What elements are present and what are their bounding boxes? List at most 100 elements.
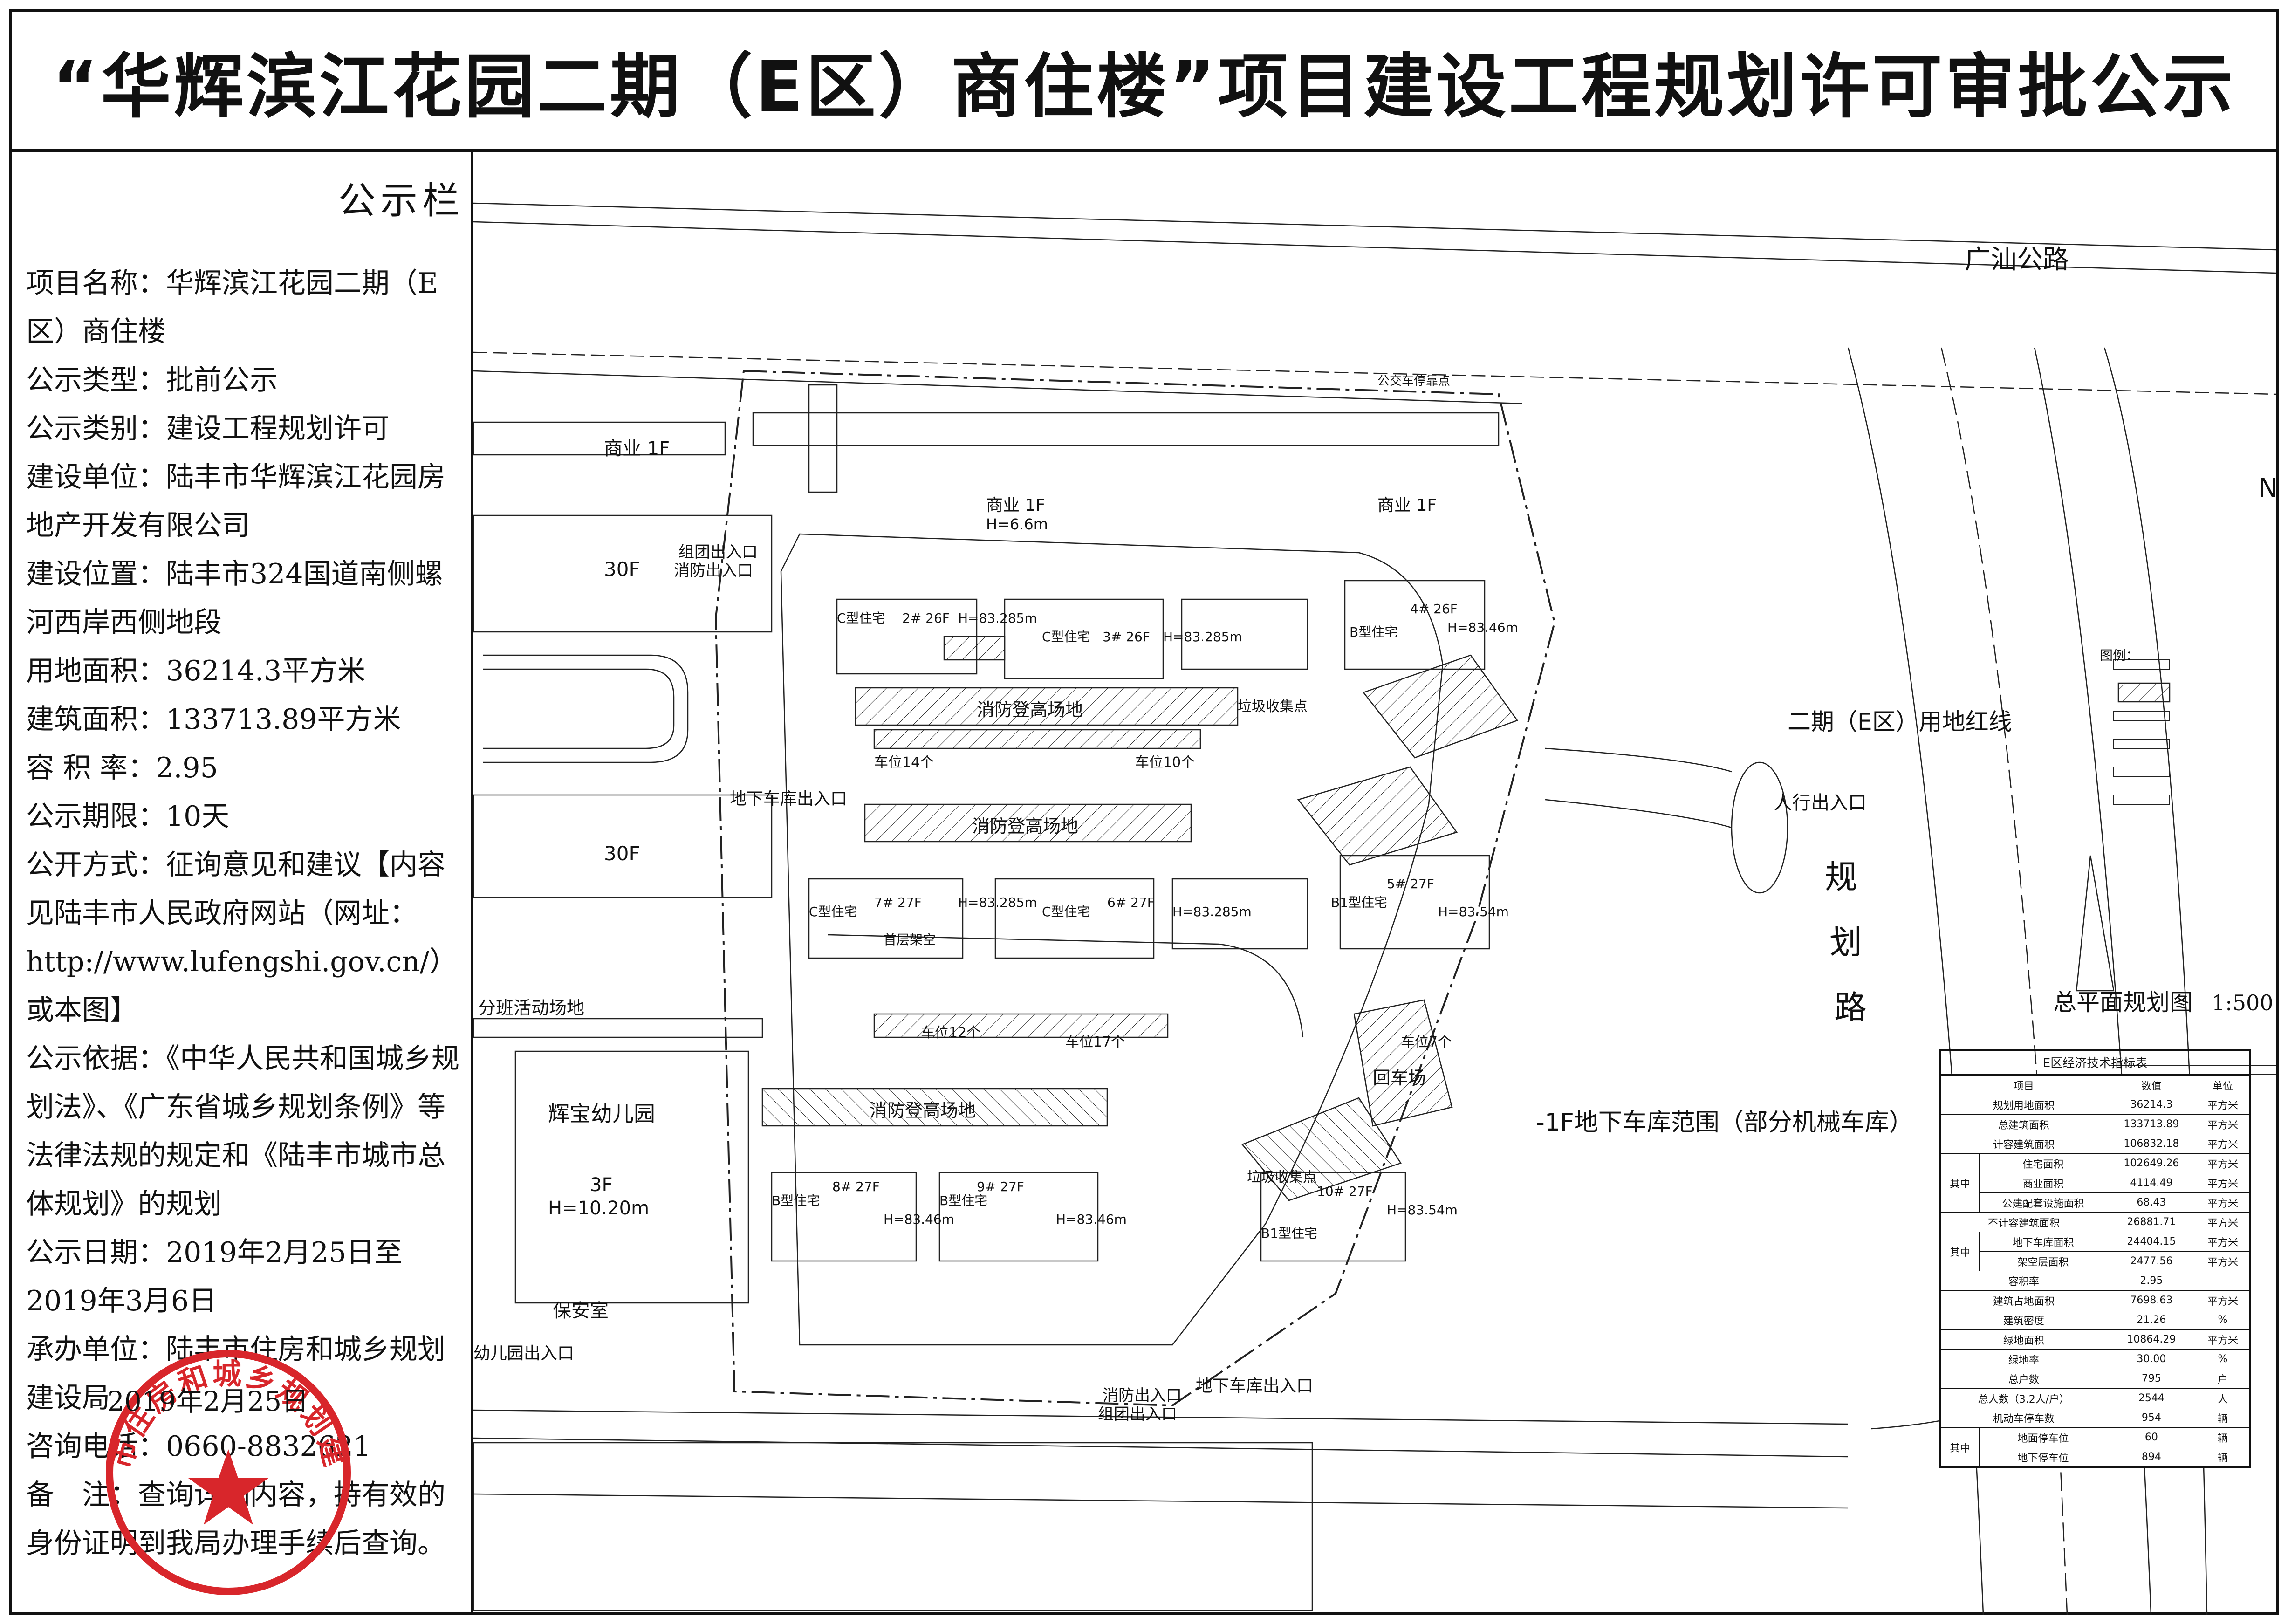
building-label: 2# 26F (902, 610, 950, 626)
north-arrow: N (2258, 473, 2276, 503)
table-group-label: 其中 (1939, 1232, 1980, 1271)
info-row: 建筑面积：133713.89平方米 (26, 703, 401, 736)
scale-value: 1:500 (2212, 990, 2274, 1015)
table-cell-unit: 平方米 (2195, 1329, 2251, 1350)
table-header: 单位 (2195, 1074, 2251, 1095)
table-caption: E区经济技术指标表 (1939, 1049, 2251, 1074)
underground-entry-label: 地下车库出入口 (730, 789, 847, 809)
building-height: H=83.285m (958, 610, 1037, 626)
table-cell-value: 26881.71 (2106, 1212, 2196, 1232)
building-label: 3# 26F (1103, 629, 1150, 644)
table-cell-value: 68.43 (2106, 1192, 2196, 1213)
parking-17: 车位17个 (1065, 1034, 1125, 1050)
table-cell-item: 建筑占地面积 (1939, 1290, 2107, 1310)
road-right-label: 规 划 路 (1825, 858, 1872, 1027)
table-cell-unit (2195, 1271, 2251, 1291)
garage-label: -1F地下车库范围（部分机械车库） (1536, 1109, 1913, 1137)
info-row: 公开方式：征询意见和建议【内容见陆丰市人民政府网站（网址：http://www.… (26, 849, 458, 1027)
table-cell-value: 2477.56 (2106, 1251, 2196, 1271)
parking-7: 车位7个 (1401, 1034, 1452, 1050)
table-group-label: 其中 (1939, 1427, 1980, 1468)
building-type: B型住宅 (939, 1193, 987, 1208)
scale-title-text: 总平面规划图 (2053, 989, 2193, 1016)
table-cell-unit: % (2195, 1310, 2251, 1330)
table-cell-item: 地面停车位 (1979, 1427, 2107, 1447)
building-label: 4# 26F (1410, 601, 1458, 617)
seal-date: 2019年2月25日 (107, 1385, 309, 1417)
fire-ground-label-3: 消防登高场地 (870, 1100, 976, 1121)
building-type: B型住宅 (1350, 624, 1397, 640)
group-entry-label-2: 组团出入口 (1098, 1405, 1177, 1424)
fire-ground-label-2: 消防登高场地 (972, 816, 1078, 836)
building-type: B型住宅 (772, 1193, 820, 1208)
table-cell-value: 894 (2106, 1447, 2196, 1468)
table-cell-value: 4114.49 (2106, 1173, 2196, 1193)
table-cell-item: 规划用地面积 (1939, 1095, 2107, 1115)
building-height: H=83.285m (1172, 904, 1252, 919)
info-row: 公示日期：2019年2月25日至2019年3月6日 (26, 1236, 403, 1317)
table-cell-value: 21.26 (2106, 1310, 2196, 1330)
table-header: 数值 (2106, 1074, 2196, 1095)
group-entry-label: 组团出入口 (678, 543, 758, 562)
parking-12: 车位12个 (921, 1025, 980, 1041)
fire-entry-label-2: 消防出入口 (1103, 1386, 1182, 1405)
building-type: B1型住宅 (1261, 1226, 1317, 1241)
site-plan-drawing: 广汕公路 N 二期（E区）用地红线 -1F地下车库范围（部分机械车库） 人行出入… (473, 202, 2276, 1615)
table-header-row: 项目 数值 单位 (1939, 1074, 2251, 1095)
table-cell-item: 绿地面积 (1939, 1329, 2107, 1350)
table-cell-unit: 辆 (2195, 1408, 2251, 1428)
table-cell-item: 总人数（3.2人/户） (1939, 1388, 2107, 1408)
info-row: 公示期限：10天 (26, 800, 230, 833)
table-cell-item: 计容建筑面积 (1939, 1134, 2107, 1154)
table-cell-item: 建筑密度 (1939, 1310, 2107, 1330)
table-cell-item: 架空层面积 (1979, 1251, 2107, 1271)
table-cell-value: 133713.89 (2106, 1114, 2196, 1134)
info-row: 项目名称：华辉滨江花园二期（E区）商住楼 (26, 267, 438, 348)
road-right-char: 规 (1825, 858, 1857, 896)
road-top-label: 广汕公路 (1965, 245, 2069, 275)
table-cell-item: 地下车库面积 (1979, 1232, 2107, 1252)
table-cell-unit: 平方米 (2195, 1212, 2251, 1232)
building-height: H=83.285m (1163, 629, 1242, 644)
table-cell-unit: 平方米 (2195, 1095, 2251, 1115)
building-type: C型住宅 (837, 610, 885, 626)
kindergarten-floors: 3F (590, 1174, 612, 1196)
kindergarten-height: H=10.20m (548, 1198, 649, 1219)
table-header: 项目 (1939, 1074, 2107, 1095)
notice-info: 项目名称：华辉滨江花园二期（E区）商住楼 公示类型：批前公示 公示类别：建设工程… (26, 259, 469, 1568)
building-label: 7# 27F (874, 895, 922, 910)
table-cell-value: 24404.15 (2106, 1232, 2196, 1252)
table-cell-item: 公建配套设施面积 (1979, 1192, 2107, 1213)
building-label: 8# 27F (832, 1179, 880, 1194)
table-cell-unit: 人 (2195, 1388, 2251, 1408)
guard-room-label: 保安室 (553, 1300, 609, 1322)
activity-area-label: 分班活动场地 (478, 998, 584, 1018)
panel-heading: 公示栏 (338, 179, 464, 222)
table-cell-unit: 平方米 (2195, 1134, 2251, 1154)
official-seal: 陆丰市住房和城乡规划建设局 (98, 1342, 351, 1595)
table-cell-item: 地下停车位 (1979, 1447, 2107, 1468)
table-cell-item: 总户数 (1939, 1369, 2107, 1389)
table-cell-unit: 平方米 (2195, 1192, 2251, 1213)
bus-stop-label: 公交车停靠点 (1377, 374, 1450, 388)
commerce-label-left: 商业 1F (604, 438, 670, 459)
page-title: “华辉滨江花园二期（E区）商住楼”项目建设工程规划许可审批公示 (12, 12, 2276, 152)
table-cell-unit: 平方米 (2195, 1290, 2251, 1310)
building-type: C型住宅 (1042, 904, 1090, 919)
info-row: 容 积 率：2.95 (26, 752, 218, 784)
building-type: C型住宅 (1042, 629, 1090, 644)
table-cell-item: 容积率 (1939, 1271, 2107, 1291)
